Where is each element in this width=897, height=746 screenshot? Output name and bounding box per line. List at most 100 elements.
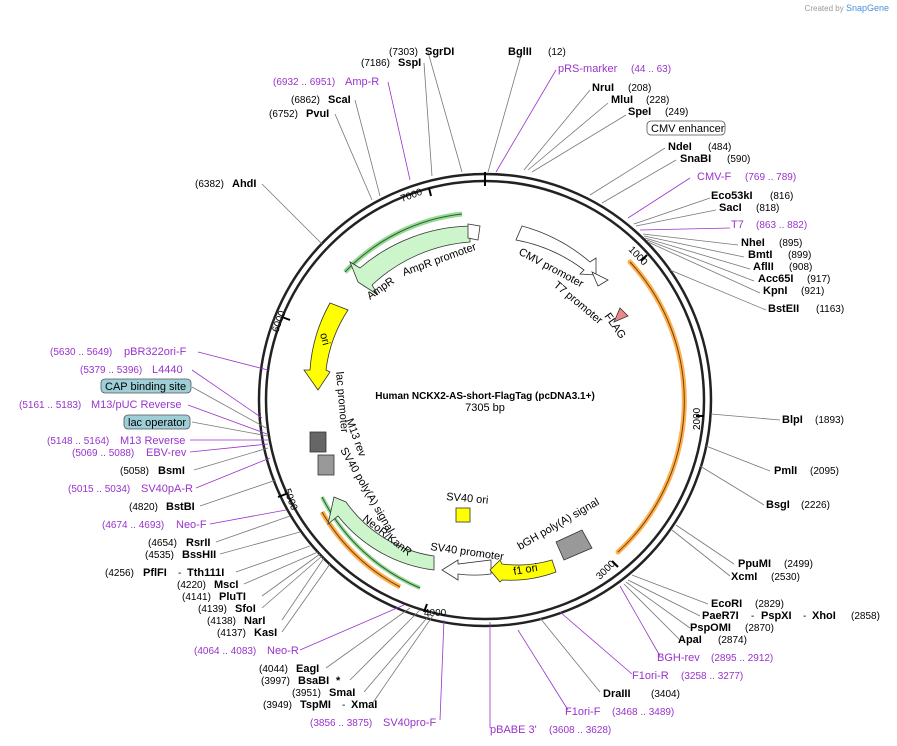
snabi-pos: (590) [727, 154, 750, 165]
ecori-name: EcoRI [711, 598, 742, 610]
bghrev-pos: (2895 .. 2912) [711, 653, 773, 664]
ebvrev-name: EBV-rev [146, 447, 187, 459]
tick-6000: 6000 [270, 309, 288, 334]
aflii-pos: (908) [789, 262, 812, 273]
lac-promoter-label: lac promoter [333, 371, 350, 433]
paer7i-name: PaeR7I [702, 610, 739, 622]
bsteii-pos: (1163) [816, 304, 844, 315]
pspomi-pos: (2870) [745, 623, 774, 634]
nari-pos: (4138) [207, 616, 236, 627]
eco53ki-pos: (816) [770, 191, 793, 202]
m13puc-pos: (5161 .. 5183) [19, 400, 81, 411]
f1-ori-feature [489, 559, 557, 583]
xmai-name: XmaI [351, 699, 377, 711]
pflfi-sep: - [178, 568, 181, 579]
bgh-polya-feature [555, 529, 593, 561]
kasi-name: KasI [254, 627, 277, 639]
saci-pos: (818) [756, 203, 779, 214]
saci-name: SacI [719, 202, 742, 214]
cmv-promoter-feature [515, 225, 597, 276]
bsshii-name: BssHII [182, 549, 216, 561]
snapgene-credit: Created by SnapGene [805, 3, 889, 13]
xhoi-name: XhoI [812, 610, 836, 622]
pvui-name: PvuI [306, 108, 329, 120]
blpi-pos: (1893) [815, 415, 844, 426]
bmti-pos: (899) [788, 250, 811, 261]
pbr322-pos: (5630 .. 5649) [50, 347, 112, 358]
credit-brand: SnapGene [845, 3, 889, 13]
nari-name: NarI [244, 615, 265, 627]
bsabi-name: BsaBI [298, 675, 329, 687]
ampr-primer-pos: (6932 .. 6951) [273, 77, 335, 88]
tick-3000: 3000 [594, 558, 618, 582]
nhei-pos: (895) [779, 238, 802, 249]
rs-marker-pos: (44 .. 63) [631, 64, 671, 75]
eco53ki-name: Eco53kI [711, 190, 753, 202]
pluti-name: PluTI [219, 591, 246, 603]
ndei-pos: (484) [708, 142, 731, 153]
pluti-pos: (4141) [182, 592, 211, 603]
orange-arc-left-core [321, 511, 401, 588]
cmvf-pos: (769 .. 789) [745, 172, 796, 183]
cmv-enhancer-box [646, 120, 726, 136]
sv40-ori-feature [455, 507, 471, 523]
bglii-pos: (12) [548, 47, 566, 58]
sfoi-pos: (4139) [198, 604, 227, 615]
labels-right: (7303) SgrDI BglII (12) pRS-marker (44 .… [389, 46, 880, 736]
pspomi-name: PspOMI [690, 622, 731, 634]
plasmid-title: Human NCKX2-AS-short-FlagTag (pcDNA3.1+) [375, 391, 595, 402]
tspmi-sep: - [342, 700, 345, 711]
t7-name: T7 [731, 219, 744, 231]
bsmi-name: BsmI [158, 465, 185, 477]
mlui-name: MluI [611, 94, 633, 106]
f1-ori-label: f1 ori [512, 562, 538, 578]
ahdi-pos: (6382) [195, 179, 224, 190]
draiii-pos: (3404) [651, 689, 680, 700]
credit-prefix: Created by [804, 4, 844, 13]
sv40par-name: SV40pA-R [141, 483, 193, 495]
nhei-name: NheI [741, 237, 765, 249]
tspmi-pos: (3949) [263, 700, 292, 711]
smai-pos: (3951) [292, 688, 321, 699]
apai-name: ApaI [678, 634, 702, 646]
bsmi-pos: (5058) [120, 466, 149, 477]
rsrii-name: RsrII [186, 537, 210, 549]
pmli-name: PmlI [774, 465, 797, 477]
paer7i-pos: (2858) [851, 611, 880, 622]
bglii-name: BglII [508, 46, 532, 58]
tspmi-name: TspMI [300, 699, 331, 711]
tick-4000: 4000 [424, 608, 447, 619]
kasi-pos: (4137) [217, 628, 246, 639]
rsrii-pos: (4654) [148, 538, 177, 549]
neof-name: Neo-F [176, 519, 207, 531]
apai-pos: (2874) [718, 635, 747, 646]
bsgi-name: BsgI [766, 499, 790, 511]
t7-pos: (863 .. 882) [756, 220, 807, 231]
nrui-pos: (208) [628, 83, 651, 94]
ampr-promoter-feature [467, 223, 481, 241]
ppumi-pos: (2499) [784, 559, 813, 570]
ecori-pos: (2829) [755, 599, 784, 610]
bsabi-pos: (3997) [261, 676, 290, 687]
m13rev-name: M13 Reverse [120, 435, 185, 447]
bmti-name: BmtI [748, 249, 772, 261]
f1orir-name: F1ori-R [632, 670, 669, 682]
leader-lines [187, 51, 781, 728]
aflii-name: AflII [753, 261, 774, 273]
xcmi-name: XcmI [731, 571, 757, 583]
orange-arc-right-core [617, 261, 685, 553]
msci-pos: (4220) [177, 580, 206, 591]
sv40prof-pos: (3856 .. 3875) [310, 718, 372, 729]
l4440-name: L4440 [152, 364, 183, 376]
sv40-promoter-feature [441, 559, 492, 581]
paer7i-sep2: - [803, 611, 806, 622]
spei-pos: (249) [665, 107, 688, 118]
sspi-pos: (7186) [361, 58, 390, 69]
neor-name: Neo-R [267, 645, 299, 657]
mlui-pos: (228) [646, 95, 669, 106]
scai-pos: (6862) [291, 95, 320, 106]
ahdi-name: AhdI [232, 178, 256, 190]
sv40par-pos: (5015 .. 5034) [68, 484, 130, 495]
cap-site-label: CAP binding site [105, 381, 186, 393]
neor-pos: (4064 .. 4083) [194, 646, 256, 657]
